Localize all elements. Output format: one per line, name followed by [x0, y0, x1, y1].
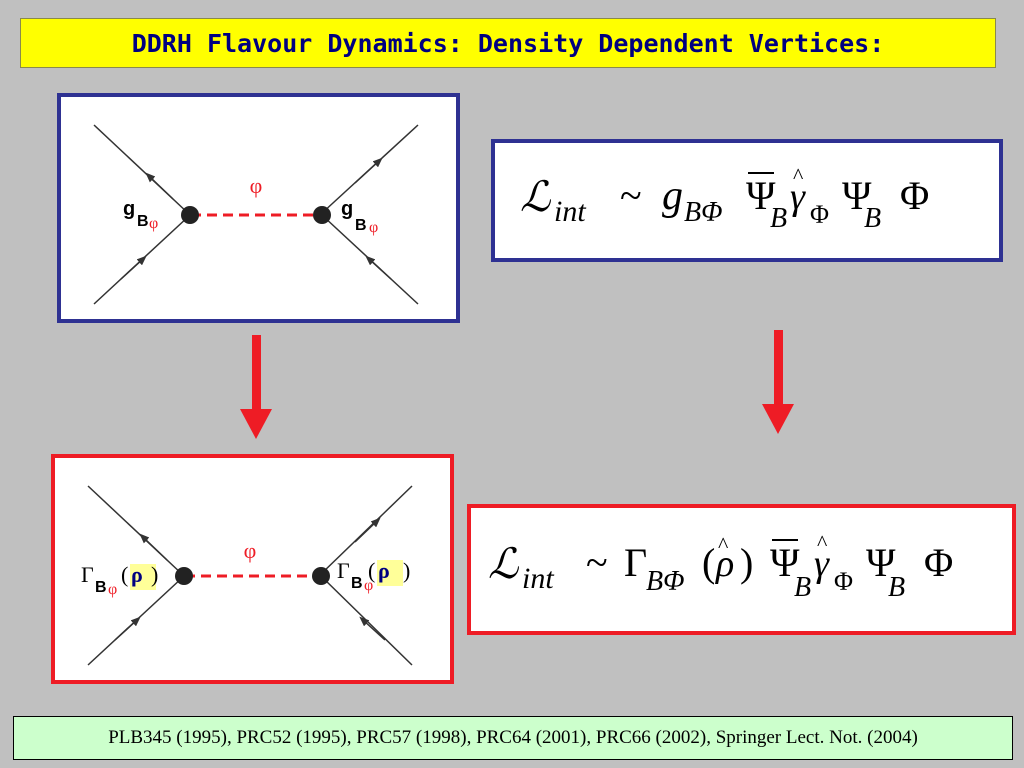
right-vertex-sub-phi: φ: [364, 577, 373, 594]
arrow-up-right-lower: [365, 255, 392, 280]
left-vertex-sub-phi: φ: [108, 581, 117, 598]
vertex-dot-left: [175, 567, 193, 585]
exchange-label: φ: [250, 173, 263, 198]
left-vertex-symbol: Γ: [81, 562, 94, 587]
density-paren-close: ): [740, 540, 753, 585]
psi-symbol: Ψ: [866, 540, 896, 585]
field-symbol: Φ: [900, 173, 929, 218]
diagram-bottom-panel: φ ΓBφ(ρ) ΓBφ(ρ): [51, 454, 454, 684]
left-vertex-paren-close: ): [151, 562, 158, 587]
arrow-up-right: [354, 517, 381, 543]
down-arrow-left: [240, 335, 272, 439]
density-highlight-left: [130, 564, 156, 590]
density-paren-open: (: [702, 540, 715, 585]
right-vertex-symbol: g: [341, 198, 353, 220]
formula-bottom-panel: ℒ int ~ Γ BΦ ( ^ ρ ) Ψ B ^ γ Φ Ψ B Φ: [467, 504, 1016, 635]
title-banner: DDRH Flavour Dynamics: Density Dependent…: [20, 18, 996, 68]
left-vertex-label: gBφ: [123, 198, 158, 232]
gamma-sub: Φ: [810, 200, 829, 229]
right-vertex-sub-phi: φ: [369, 219, 378, 236]
density-highlight-right: [377, 560, 403, 586]
gamma-hat: ^: [793, 163, 804, 188]
left-vertex-sub-b: B: [137, 213, 149, 230]
left-vertex-paren-open: (: [121, 562, 128, 587]
down-arrow-right: [762, 330, 794, 434]
arrow-up-left: [139, 533, 168, 561]
references-text: PLB345 (1995), PRC52 (1995), PRC57 (1998…: [108, 727, 918, 748]
feynman-diagram-bottom: φ ΓBφ(ρ) ΓBφ(ρ): [81, 485, 413, 666]
gamma-hat: ^: [817, 530, 828, 555]
coupling-symbol: Γ: [624, 540, 647, 585]
sim-symbol: ~: [586, 540, 608, 585]
vertex-dot-right: [312, 567, 330, 585]
coupling-symbol: g: [662, 173, 683, 219]
psi-sub: B: [864, 203, 881, 234]
incoming-fermion-line-left: [87, 485, 184, 576]
lagrangian-top: ℒ int ~ g BΦ Ψ B ^ γ Φ Ψ B Φ: [520, 163, 929, 234]
arrow-up-left: [145, 172, 174, 200]
coupling-sub: BΦ: [646, 566, 684, 597]
lagrangian-sub: int: [522, 562, 554, 595]
right-vertex-paren-close: ): [403, 558, 410, 583]
arrow-up-left-lower: [114, 616, 141, 641]
left-vertex-sub-b: B: [95, 579, 107, 596]
left-vertex-sub-phi: φ: [149, 215, 158, 232]
lagrangian-bottom: ℒ int ~ Γ BΦ ( ^ ρ ) Ψ B ^ γ Φ Ψ B Φ: [488, 530, 953, 603]
left-vertex-rho: ρ: [131, 562, 143, 587]
slide-title: DDRH Flavour Dynamics: Density Dependent…: [131, 28, 885, 58]
left-vertex-label: ΓBφ(ρ): [81, 562, 158, 598]
rho-hat: ^: [718, 532, 729, 557]
left-vertex-symbol: g: [123, 198, 135, 220]
right-vertex-sub-b: B: [351, 575, 363, 592]
psi-symbol: Ψ: [842, 173, 872, 218]
references-banner: PLB345 (1995), PRC52 (1995), PRC57 (1998…: [13, 716, 1013, 760]
coupling-sub: BΦ: [684, 197, 722, 228]
psibar-symbol: Ψ: [746, 173, 776, 218]
right-vertex-paren-open: (: [368, 558, 375, 583]
field-symbol: Φ: [924, 540, 953, 585]
gamma-symbol: γ: [790, 176, 806, 218]
sim-symbol: ~: [620, 173, 642, 218]
lagrangian-sub: int: [554, 195, 586, 228]
lagrangian-symbol: ℒ: [520, 175, 551, 221]
psibar-sub: B: [794, 572, 811, 603]
right-vertex-sub-b: B: [355, 217, 367, 234]
vertex-dot-right: [313, 206, 331, 224]
exchange-label: φ: [244, 538, 257, 563]
psibar-symbol: Ψ: [770, 540, 800, 585]
right-vertex-label: ΓBφ(ρ): [337, 558, 410, 594]
right-vertex-rho: ρ: [378, 558, 390, 583]
gamma-symbol: γ: [814, 543, 830, 585]
arrow-up-right-lower: [359, 616, 386, 641]
vertex-dot-left: [181, 206, 199, 224]
incoming-fermion-line-left: [93, 124, 190, 215]
psibar-sub: B: [770, 203, 787, 234]
formula-top-panel: ℒ int ~ g BΦ Ψ B ^ γ Φ Ψ B Φ: [491, 139, 1003, 262]
arrow-up-right: [354, 157, 383, 184]
gamma-sub: Φ: [834, 567, 853, 596]
right-vertex-symbol: Γ: [337, 558, 350, 583]
lagrangian-symbol: ℒ: [488, 542, 519, 588]
psi-sub: B: [888, 572, 905, 603]
density-rho: ρ: [715, 543, 734, 585]
arrow-up-left-lower: [120, 255, 147, 280]
